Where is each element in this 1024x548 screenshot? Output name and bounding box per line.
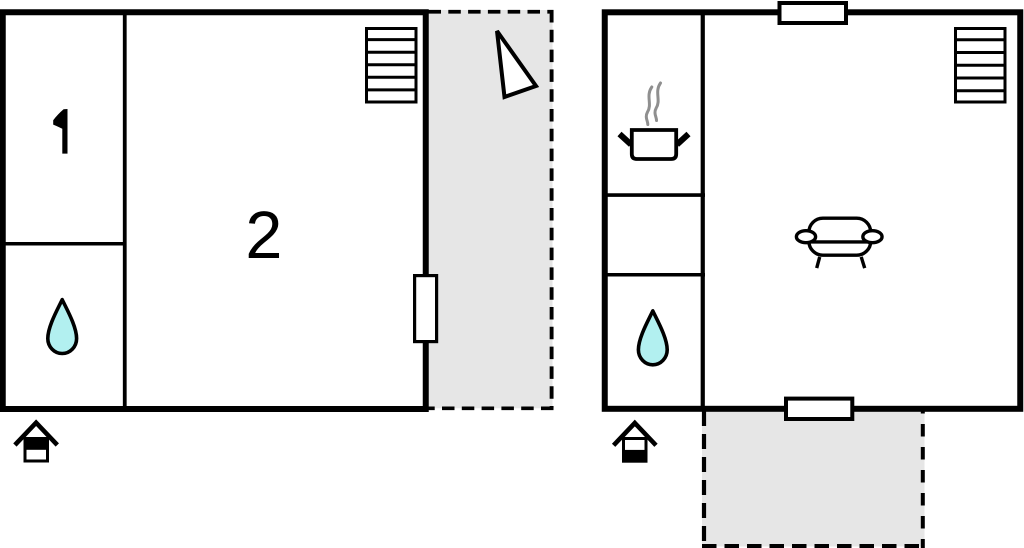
- svg-text:2: 2: [245, 199, 282, 273]
